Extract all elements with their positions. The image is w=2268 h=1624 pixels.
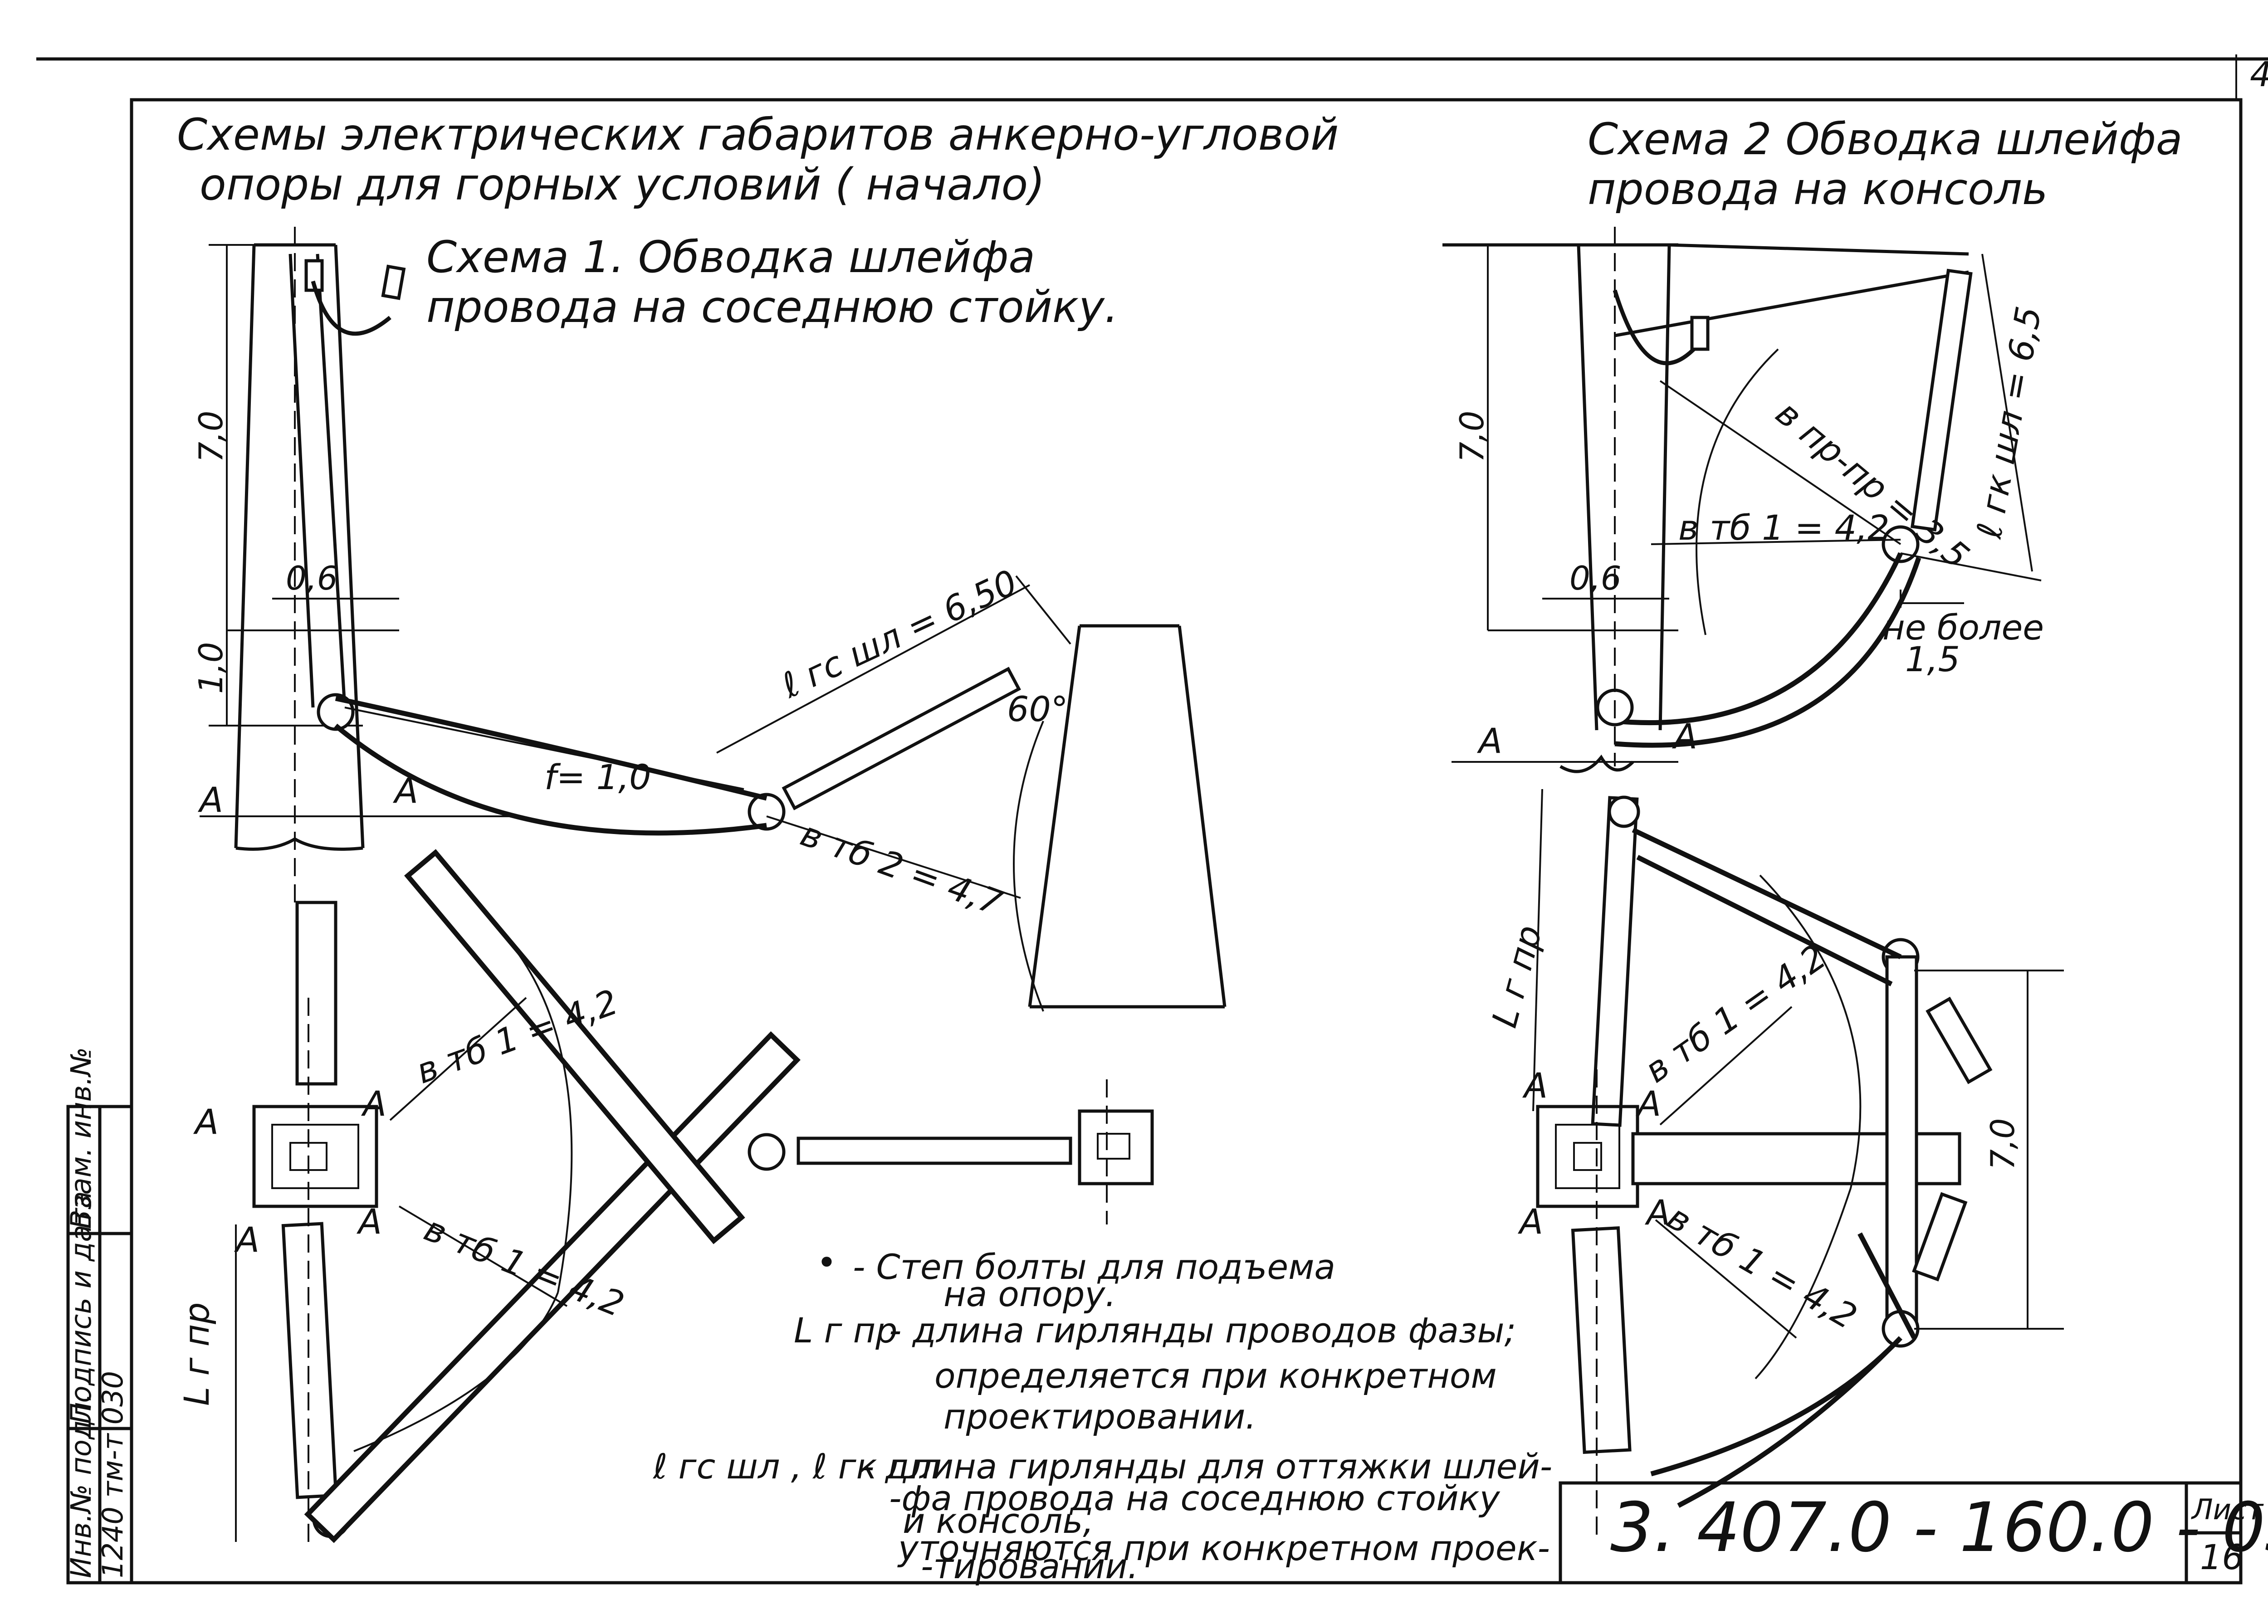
s1-b2: в тб 2 = 4,7 [796,813,1008,923]
legend-bullet: • [816,1242,837,1283]
s1-marker-a5: А [361,1083,386,1124]
legend-line5: - длина гирлянды для оттяжки шлей- [862,1446,1552,1487]
s2-dim-plan: 7,0 [1984,1118,2022,1170]
s2-b1-low: в тб 1 = 4,2 [1661,1197,1864,1337]
s1-jumper-clamp-left [317,693,355,731]
s1-angle: 60° [1007,689,1068,729]
legend-lgr-symbol: L г пр [794,1310,898,1351]
drawing-frame [130,98,2243,1585]
sheet-number: 16 [2200,1537,2244,1577]
s1-marker-a3: А [193,1102,219,1142]
side-stamp: Инв.№ подл. 1240 тм-т 030 Подпись и дата… [64,1047,133,1585]
scheme2-title-line1: Схема 2 Обводка шлейфа [1588,114,2183,165]
page-number: 49 [2250,54,2268,94]
legend-line1b: на опору. [943,1274,1116,1314]
s2-plan-view [1532,789,2064,1542]
legend-line7: и консоль, [903,1501,1094,1541]
s2-dim-0-6: 0,6 [1569,559,1622,597]
legend-line4: проектировании. [943,1396,1256,1437]
s2-lgr: L г пр [1484,921,1549,1032]
s1-dim-1-0: 1,0 [192,642,230,694]
s1-neighbor-post [1013,624,1227,1012]
s1-sag: f= 1,0 [544,757,651,797]
scheme1-title-line1: Схема 1. Обводка шлейфа [426,232,1035,283]
legend-line2: - длина гирлянды проводов фазы; [889,1310,1516,1351]
legend-line9: -тировании. [921,1546,1139,1586]
s2-marker-a4: А [1635,1083,1661,1124]
s2-marker-a3: А [1522,1065,1548,1106]
legend-line1: - Степ болты для подъема [853,1247,1335,1287]
s1-jumper-clamp-right [748,793,786,831]
scheme2-tower-elevation [1442,227,2042,766]
s1-jumper-upper [335,696,767,801]
legend-line6: -фа провода на соседнюю стойку [889,1478,1501,1518]
s2-not-more-val: 1,5 [1905,639,1960,679]
legend: • - Степ болты для подъема на опору. L г… [652,1242,1552,1586]
s2-marker-a2: А [1672,716,1697,756]
s1-marker-a4: А [234,1219,259,1260]
side-inv: Инв.№ подл. [64,1393,98,1578]
s1-guy-insulator [782,667,1021,810]
legend-line8: уточняются при конкретном проек- [897,1528,1550,1568]
s2-dim-height: 7,0 [1453,410,1491,463]
s1-dim-height: 7,0 [192,410,230,463]
s2-marker-a1: А [1476,721,1502,761]
side-sign: Подпись и дата [64,1191,98,1424]
legend-lgs-symbol: ℓ гс шл , ℓ гк шл [652,1446,942,1487]
scheme1-title-line2: провода на соседнюю стойку. [426,282,1118,332]
s1-dim-0-6: 0,6 [286,559,338,597]
s2-lgk: ℓ гк шл = 6,5 [1969,303,2049,542]
s1-plan-view [252,849,1154,1543]
s2-b1-mid: в тб 1 = 4,2 [1637,936,1833,1091]
s2-b1-top: в тб 1 = 4,2 [1678,507,1889,548]
legend-line3: определяется при конкретном [934,1356,1497,1396]
main-title-line2: опоры для горных условий ( начало) [200,159,1045,210]
s2-marker-a5: А [1517,1201,1543,1242]
scheme1-tower-elevation [234,227,406,907]
main-title-line1: Схемы электрических габаритов анкерно-уг… [177,109,1339,160]
s2-marker-a6: А [1644,1192,1670,1233]
doc-code: 3. 407.0 - 160.0 - 03 [1610,1488,2268,1567]
side-vzam: Взам. инв.№ [64,1047,98,1229]
s2-not-more: не более [1882,607,2044,648]
scheme2-title-line2: провода на консоль [1588,164,2048,215]
side-inv-val: 1240 тм-т 030 [96,1371,129,1578]
scheme1-dims [200,244,522,817]
s1-lgr: L г пр [176,1302,217,1406]
s1-marker-a1: А [197,780,223,820]
s1-jumper-lower [334,723,767,836]
title-block: 3. 407.0 - 160.0 - 03 Лист 16 [1559,1481,2268,1585]
sheet-label: Лист [2191,1493,2264,1526]
s1-marker-a6: А [356,1201,382,1242]
